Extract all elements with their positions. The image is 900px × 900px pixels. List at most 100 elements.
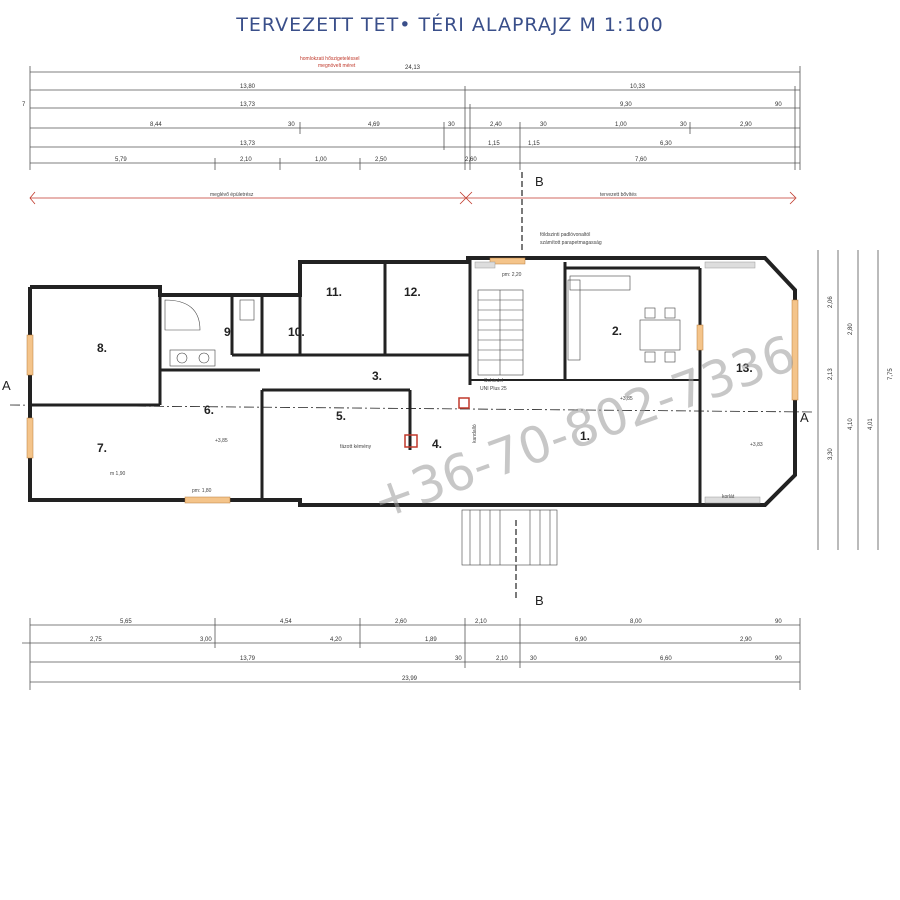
dim-bot-r3-a: 13,79 [240,656,256,662]
dim-right-e: 4,01 [868,418,874,430]
right-dimensions [817,250,879,550]
zone-planned-label: tervezett bővítés [600,192,637,198]
fireplace-label: kandalló [472,424,478,443]
dim-total-top: 24,13 [405,65,421,71]
section-a-left-label: A [2,378,11,393]
dim-bot-r1-e: 8,00 [630,619,642,625]
dim-bot-r1-a: 5,65 [120,619,132,625]
section-b-bottom-label: B [535,593,544,608]
room-12-number: 12. [404,285,421,299]
dim-top-r4-d: 6,30 [660,141,672,147]
dim-top-r3-e: 2,40 [490,122,502,128]
dim-top-r2-a: 7 [22,102,26,108]
ceiling-height-190: m 1,90 [110,471,126,477]
dim-top-r3-a: 8,44 [150,122,162,128]
dim-top-r4-c: 1,15 [528,141,540,147]
bottom-dimensions [22,618,801,690]
section-b-top-label: B [535,174,544,189]
dim-top-r2-c: 9,30 [620,102,632,108]
room-8-number: 8. [97,341,107,355]
stairs-up [477,289,524,376]
wall-hatch [474,261,761,504]
windows [26,257,799,504]
plan-title: TERVEZETT TET• TÉRI ALAPRAJZ M 1:100 [236,14,664,36]
dim-bot-r3-c: 2,10 [496,656,508,662]
room-10-number: 10. [288,325,305,339]
dim-bot-r1-d: 2,10 [475,619,487,625]
dim-top-r5-f: 7,60 [635,157,647,163]
room-5-number: 5. [336,409,346,423]
room-4-number: 4. [432,437,442,451]
dim-bot-total: 23,99 [402,676,418,682]
dim-top-r5-b: 2,10 [240,157,252,163]
dim-bot-r1-c: 2,60 [395,619,407,625]
section-a-right-label: A [800,410,809,425]
dim-bot-r3-e: 6,60 [660,656,672,662]
dim-top-r3-b: 30 [288,122,295,128]
zone-existing-label: meglévő épületrész [210,192,254,198]
chimney-model: UNI Plus 25 [480,386,507,392]
dim-top-r4-b: 1,15 [488,141,500,147]
room-1-number: 1. [580,429,590,443]
dining-table [567,275,681,363]
dim-bot-r2-b: 3,00 [200,637,212,643]
dim-right-c: 2,13 [828,368,834,380]
dim-top-r1-a: 13,80 [240,84,256,90]
level-385-right: +3,85 [620,396,633,402]
room-6-number: 6. [204,403,214,417]
dim-top-r2-d: 90 [775,102,782,108]
dim-top-r3-h: 30 [680,122,687,128]
room-2-number: 2. [612,324,622,338]
note-line-1: homlokzati hőszigeteléssel [300,56,359,62]
level-383: +3,83 [750,442,763,448]
dim-bot-r2-c: 4,20 [330,637,342,643]
dim-bot-r3-d: 30 [530,656,537,662]
dim-top-r4-a: 13,73 [240,141,256,147]
dim-top-r3-f: 30 [540,122,547,128]
dim-bot-r2-e: 6,90 [575,637,587,643]
note-parapet-height: számított parapetmagasság [540,240,602,246]
dim-top-r5-d: 2,50 [375,157,387,163]
level-385-left: +3,85 [215,438,228,444]
dim-bot-r2-d: 1,89 [425,637,437,643]
dim-top-r2-b: 13,73 [240,102,256,108]
dim-bot-r3-b: 30 [455,656,462,662]
dim-right-g: 7,75 [888,368,894,380]
dim-right-b: 2,80 [848,323,854,335]
chimney-symbol-2 [458,397,470,409]
room-11-number: 11. [326,285,342,299]
room-13-number: 13. [736,361,753,375]
dim-top-r5-a: 5,79 [115,157,127,163]
chimney-note: fázott kémény [340,444,372,450]
walls [28,256,797,507]
stairs-external [461,509,558,566]
parapet-1-80: pm: 1,80 [192,488,212,494]
dim-top-r3-i: 2,90 [740,122,752,128]
dim-bot-r1-b: 4,54 [280,619,292,625]
dim-bot-r1-f: 90 [775,619,782,625]
chimney-brand: Schiedel [484,378,503,384]
dim-bot-r3-f: 90 [775,656,782,662]
chimney-symbol [404,434,418,448]
dim-top-r1-b: 10,33 [630,84,646,90]
room-3-number: 3. [372,369,382,383]
dim-top-r5-c: 1,00 [315,157,327,163]
railing-label: korlát [722,494,735,500]
dim-bot-r2-a: 2,75 [90,637,102,643]
zone-bracket [29,191,797,205]
dim-top-r5-e: 2,60 [465,157,477,163]
dim-right-a: 2,06 [828,296,834,308]
dim-top-r3-g: 1,00 [615,122,627,128]
dim-right-f: 3,30 [828,448,834,460]
top-dimensions [29,66,801,170]
parapet-2-20: pm: 2,20 [502,272,522,278]
dim-top-r3-d: 30 [448,122,455,128]
note-floor-line: földszinti padlóvonaltól [540,232,590,238]
dim-right-d: 4,10 [848,418,854,430]
room-7-number: 7. [97,441,107,455]
room-9-number: 9. [224,325,234,339]
note-line-2: megnövelt méret [318,63,356,69]
bathroom-fixtures [164,299,255,367]
dim-top-r3-c: 4,69 [368,122,380,128]
